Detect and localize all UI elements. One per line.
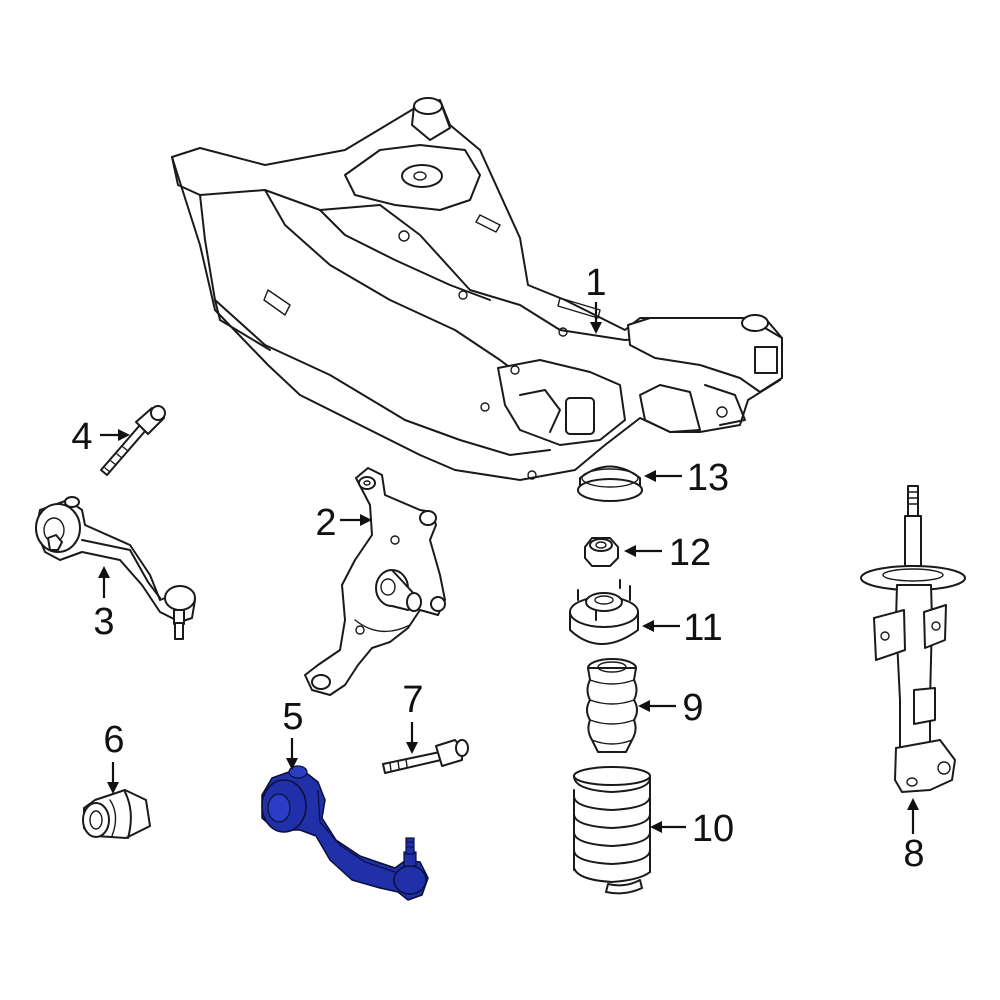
callout-8: 8 <box>903 833 924 875</box>
coil-spring[interactable] <box>573 766 651 895</box>
strut[interactable] <box>860 485 966 793</box>
callout-labels: 1 2 3 4 5 6 7 8 9 10 11 12 13 <box>71 262 924 875</box>
callout-12: 12 <box>669 532 711 574</box>
callout-arrows <box>98 302 919 834</box>
bushing[interactable] <box>82 789 151 839</box>
nut[interactable] <box>584 537 619 567</box>
callout-6: 6 <box>103 719 124 761</box>
callout-13: 13 <box>687 457 729 499</box>
bump-stop[interactable] <box>586 658 638 753</box>
callout-3: 3 <box>93 601 114 643</box>
upper-control-arm[interactable] <box>35 496 196 640</box>
callout-10: 10 <box>692 808 734 850</box>
callout-5: 5 <box>282 696 303 738</box>
callout-9: 9 <box>682 687 703 729</box>
lower-control-arm[interactable] <box>261 765 429 901</box>
callout-4: 4 <box>71 416 92 458</box>
dust-cap[interactable] <box>577 465 643 502</box>
steering-knuckle[interactable] <box>304 467 446 696</box>
callout-2: 2 <box>315 502 336 544</box>
callout-11: 11 <box>683 607 722 649</box>
bolt-7[interactable] <box>382 739 469 774</box>
crossmember-subframe[interactable] <box>171 97 783 481</box>
callout-7: 7 <box>402 679 423 721</box>
strut-mount[interactable] <box>569 579 639 645</box>
bolt-4[interactable] <box>100 405 166 476</box>
callout-1: 1 <box>585 262 606 304</box>
